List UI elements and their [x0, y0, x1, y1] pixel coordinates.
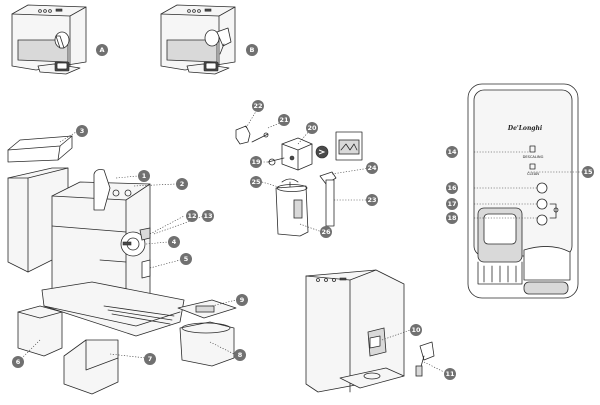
part-badge-25: 25: [250, 176, 262, 188]
part-badge-23: 23: [366, 194, 378, 206]
part-badge-5: 5: [180, 253, 192, 265]
svg-text:9: 9: [240, 296, 245, 304]
part-badge-12: 12: [186, 210, 198, 222]
svg-text:16: 16: [447, 184, 457, 192]
svg-text:8: 8: [238, 351, 243, 359]
svg-text:26: 26: [321, 228, 331, 236]
part-badge-21: 21: [278, 114, 290, 126]
svg-text:25: 25: [251, 178, 261, 186]
part-badge-6: 6: [12, 356, 24, 368]
svg-text:13: 13: [203, 212, 212, 220]
machine-view-b: [160, 4, 236, 75]
panel-button-18: [536, 214, 548, 226]
panel-descaling-label: DESCALING: [523, 155, 544, 159]
milk-container-parts: [235, 125, 363, 237]
part-badge-18: 18: [446, 212, 458, 224]
part-badge-13: 13: [202, 210, 214, 222]
svg-text:14: 14: [447, 148, 457, 156]
drip-cup: [179, 321, 235, 367]
part-badge-3: 3: [76, 125, 88, 137]
leader-lines: [21, 107, 584, 373]
svg-text:21: 21: [279, 116, 289, 124]
part-badge-2: 2: [176, 178, 188, 190]
part-badge-17: 17: [446, 198, 458, 210]
part-badge-15: 15: [582, 166, 594, 178]
svg-text:7: 7: [148, 355, 153, 363]
part-badge-11: 11: [444, 368, 456, 380]
svg-text:18: 18: [447, 214, 457, 222]
view-b-label: B: [250, 46, 255, 54]
svg-text:12: 12: [187, 212, 196, 220]
svg-text:3: 3: [80, 127, 85, 135]
part-badge-8: 8: [234, 349, 246, 361]
milk-spout: [415, 341, 435, 377]
grounds-container-b: [63, 339, 119, 395]
svg-text:4: 4: [172, 238, 177, 246]
part-badge-16: 16: [446, 182, 458, 194]
grounds-container-a: [17, 305, 63, 357]
part-badge-1: 1: [138, 170, 150, 182]
part-badge-4: 4: [168, 236, 180, 248]
view-b-badge: B: [246, 44, 258, 56]
svg-text:20: 20: [307, 124, 317, 132]
water-tank-lid: [7, 135, 73, 163]
svg-text:5: 5: [184, 255, 189, 263]
part-badge-22: 22: [252, 100, 264, 112]
view-a-badge: A: [96, 44, 108, 56]
part-badge-19: 19: [250, 156, 262, 168]
svg-text:15: 15: [583, 168, 593, 176]
machine-spout-detail: [305, 269, 405, 393]
part-badge-14: 14: [446, 146, 458, 158]
svg-text:19: 19: [251, 158, 261, 166]
part-badge-10: 10: [410, 324, 422, 336]
part-badge-26: 26: [320, 226, 332, 238]
svg-text:17: 17: [447, 200, 456, 208]
machine-view-a: [11, 4, 87, 75]
part-badge-9: 9: [236, 294, 248, 306]
part-badge-24: 24: [366, 162, 378, 174]
panel-button-16: [536, 182, 548, 194]
svg-text:1: 1: [142, 172, 147, 180]
svg-text:22: 22: [253, 102, 262, 110]
panel-button-17: [536, 198, 548, 210]
drip-tray: [41, 281, 185, 337]
panel-brand: De'Longhi: [507, 125, 543, 132]
svg-text:24: 24: [367, 164, 377, 172]
panel-clean-label: CLEAN: [527, 172, 539, 176]
svg-text:2: 2: [180, 180, 185, 188]
part-badge-7: 7: [144, 353, 156, 365]
view-a-label: A: [99, 46, 104, 54]
svg-text:23: 23: [367, 196, 376, 204]
svg-text:6: 6: [16, 358, 21, 366]
part-badge-20: 20: [306, 122, 318, 134]
svg-text:10: 10: [411, 326, 421, 334]
control-panel-front: De'Longhi DESCALING CLEAN: [467, 83, 579, 299]
svg-text:11: 11: [445, 370, 455, 378]
grid-cover: [177, 299, 237, 319]
